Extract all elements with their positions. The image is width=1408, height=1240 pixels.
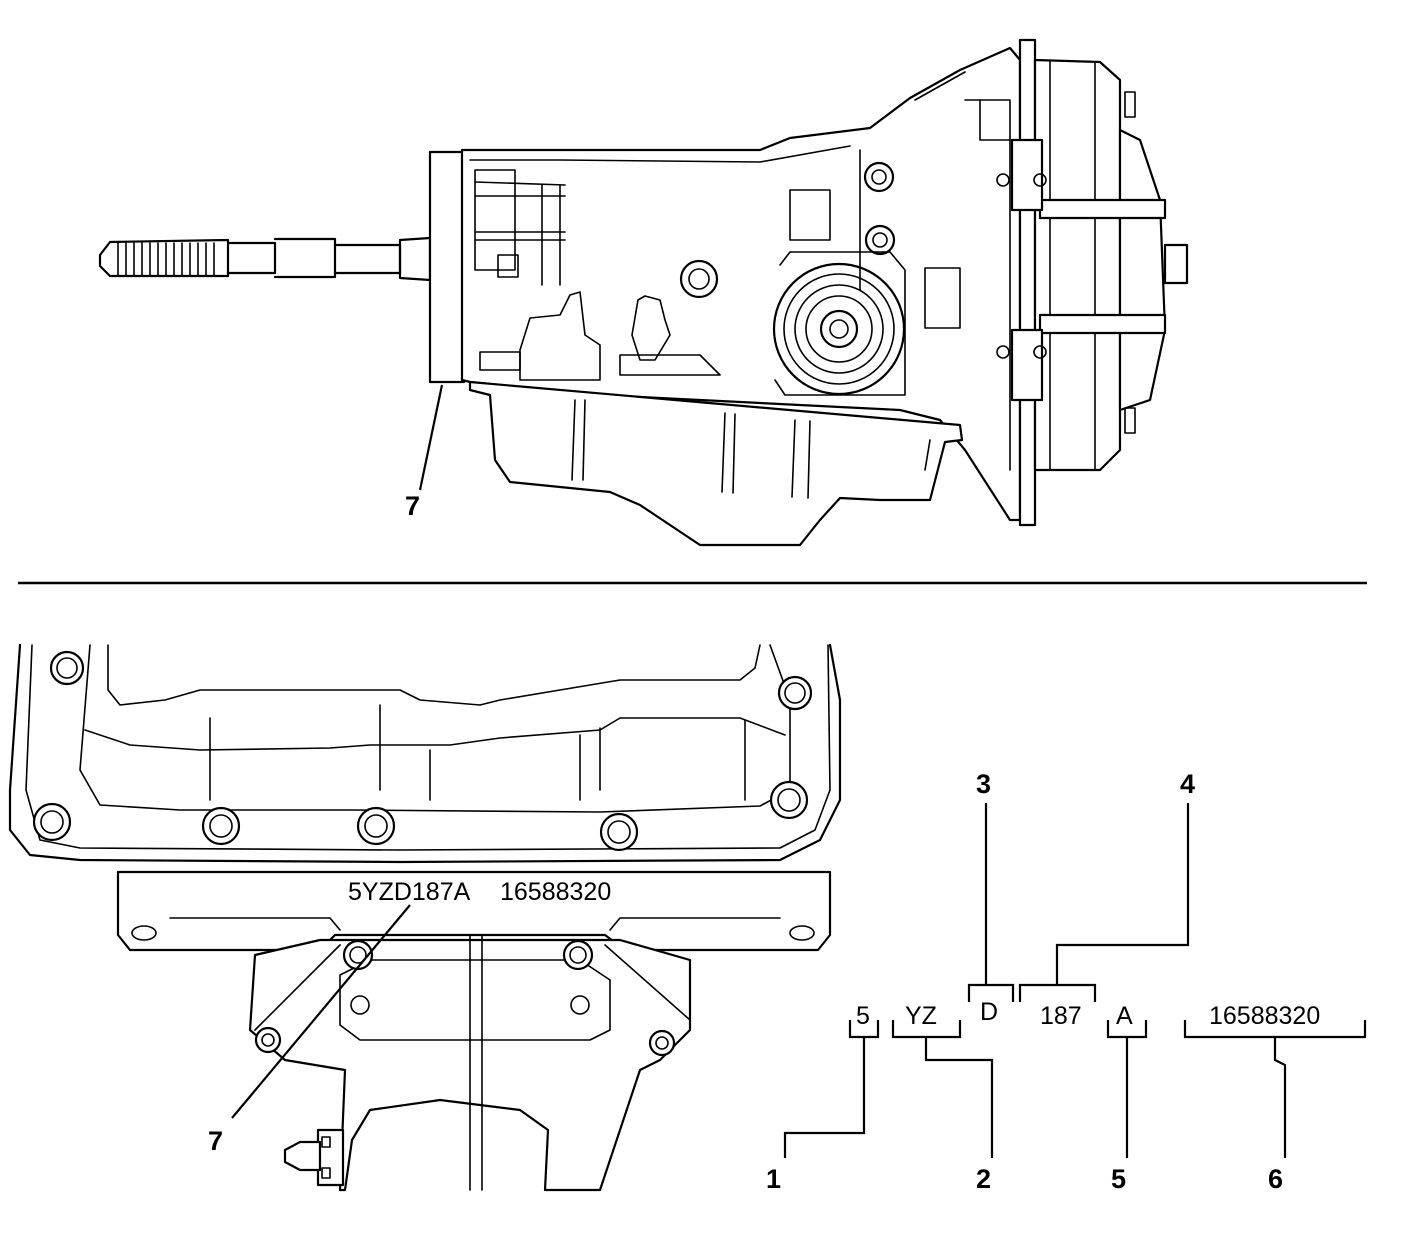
bottom-callout-7: 7 <box>208 904 411 1156</box>
transmission-side-view <box>98 38 1189 547</box>
stamp-code: 5YZD187A <box>348 878 471 906</box>
top-callout-7-label: 7 <box>405 491 420 521</box>
segment-4-code: 187 <box>1040 1002 1082 1030</box>
pan-bolts <box>32 650 813 852</box>
speed-sensor-connector <box>283 1128 345 1187</box>
segment-6-code: 16588320 <box>1209 1002 1320 1030</box>
oil-pan-side <box>468 380 964 547</box>
segment-2-code: YZ <box>905 1002 937 1030</box>
segment-5-code: A <box>1116 1002 1133 1030</box>
segment-6-callout: 6 <box>1268 1164 1283 1194</box>
stamp-part-number: 16588320 <box>500 878 611 906</box>
segment-3-code: D <box>980 998 998 1026</box>
output-shaft <box>98 236 432 282</box>
segment-1: 5 1 <box>766 1002 880 1194</box>
segment-5-callout: 5 <box>1111 1164 1126 1194</box>
segment-2-callout: 2 <box>976 1164 991 1194</box>
segment-4-callout: 4 <box>1180 769 1195 799</box>
code-breakdown: 5 1 YZ 2 3 D 4 187 A <box>766 769 1367 1194</box>
bottom-callout-7-label: 7 <box>208 1126 223 1156</box>
segment-2: YZ 2 <box>891 1002 994 1194</box>
pan-bottom-view <box>8 643 842 1192</box>
top-callout-7: 7 <box>405 384 444 521</box>
segment-6: 16588320 6 <box>1183 1002 1367 1194</box>
segment-1-callout: 1 <box>766 1164 781 1194</box>
segment-4: 4 187 <box>1018 769 1195 1030</box>
id-stamp: 5YZD187A 16588320 <box>348 878 611 906</box>
segment-3-callout: 3 <box>976 769 991 799</box>
segment-5: A 5 <box>1106 1002 1148 1194</box>
segment-3: 3 D <box>967 769 1015 1026</box>
segment-1-code: 5 <box>856 1002 870 1030</box>
torque-converter <box>996 38 1189 527</box>
transmission-case <box>428 46 1022 522</box>
